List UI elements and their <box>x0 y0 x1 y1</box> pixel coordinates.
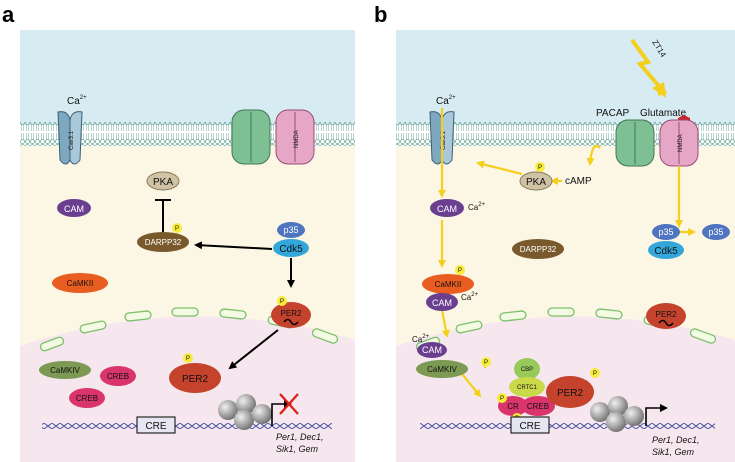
camkii-label-b: CaMKII <box>435 280 462 289</box>
cam-node: CAM <box>57 199 91 217</box>
darpp32-node: DARPP32 P <box>137 223 189 252</box>
nmda-label: NMDA <box>294 130 300 148</box>
rna-polymerase <box>590 396 644 432</box>
rna-polymerase <box>218 394 272 430</box>
panel-b: b ZT14 PACAP Glutamate Ca2+ Cav3 <box>374 2 735 462</box>
p35-label-b1: p35 <box>658 227 673 237</box>
genes-b-line1: Per1, Dec1, <box>652 435 700 445</box>
cav31-label-b: Cav3.1 <box>441 130 447 150</box>
cam-ca2-b1: Ca2+ <box>468 202 486 212</box>
darpp32-label-b: DARPP32 <box>520 245 557 254</box>
panel-a-letter: a <box>2 2 15 27</box>
p35-cdk5-complex: p35 Cdk5 <box>273 222 309 257</box>
cam-node: CAM <box>417 342 447 358</box>
pka-label: PKA <box>153 177 173 188</box>
extracellular-space <box>20 30 355 125</box>
cam-node: CAM Ca2+ <box>426 292 479 311</box>
cre-box <box>136 416 176 434</box>
cbp-label: CBP <box>521 367 533 373</box>
panel-a: a Ca2+ Cav3.1 NMDA <box>2 2 355 462</box>
pka-node: PKA P <box>519 162 553 191</box>
cdk5-label: Cdk5 <box>279 244 303 255</box>
glutamate-label: Glutamate <box>640 108 687 119</box>
p35-cdk5-complex: p35 Cdk5 p35 <box>648 224 730 259</box>
arrow-cdk5-darpp32 <box>194 241 273 250</box>
creb-label-2: CREB <box>76 394 98 403</box>
cav31-label: Cav3.1 <box>69 130 75 150</box>
creb-label-1: CREB <box>107 372 129 381</box>
cre-label: CRE <box>145 421 166 432</box>
nmda-receptor: NMDA <box>231 109 315 165</box>
camkii-node: CaMKII <box>52 273 108 293</box>
nmda-label-b: NMDA <box>678 134 684 152</box>
per2-cyto-node: PER2 P <box>271 296 311 328</box>
panel-b-letter: b <box>374 2 387 27</box>
nmda-receptor: NMDA <box>615 119 699 167</box>
camkiv-label-b: CaMKIV <box>427 365 457 374</box>
per2-phospho-b: P <box>593 371 597 377</box>
genes-a-line1: Per1, Dec1, <box>276 432 324 442</box>
cam-node: CAM Ca2+ <box>430 199 486 217</box>
camp-label: cAMP <box>565 176 592 187</box>
creb-node: CREB <box>100 366 136 386</box>
per2-nuclear-node: PER2 P <box>169 353 221 393</box>
cam-label-b2: CAM <box>432 298 452 308</box>
ca2-label-b: Ca2+ <box>436 95 456 107</box>
genes-b-line2: Sik1, Gem <box>652 447 695 457</box>
tss-arrow <box>271 400 292 426</box>
cam-label: CAM <box>64 204 84 214</box>
dna-strand <box>42 423 332 429</box>
cr-label: CR <box>507 402 519 411</box>
pacap-label: PACAP <box>596 108 629 119</box>
cre-label-b: CRE <box>519 421 540 432</box>
cam-label-b1: CAM <box>437 204 457 214</box>
ca2-label: Ca2+ <box>67 95 87 107</box>
creb-label-b: CREB <box>527 402 549 411</box>
per2-cyto-node: PER2 <box>646 303 686 329</box>
phospho-label: P <box>175 226 179 232</box>
tss-arrow <box>645 404 668 426</box>
camkii-node: CaMKII P <box>422 265 474 294</box>
per2-nuc-label-b: PER2 <box>557 388 584 399</box>
creb-phospho-1: P <box>500 396 504 402</box>
block-cross <box>279 393 299 415</box>
creb-node: CREB <box>69 388 105 408</box>
extracellular-space <box>396 30 735 125</box>
pka-node: PKA <box>146 171 180 191</box>
per2-cyto-label-b: PER2 <box>656 310 677 319</box>
pka-phospho: P <box>538 165 542 171</box>
pka-label-b: PKA <box>526 177 546 188</box>
darpp32-label: DARPP32 <box>145 238 182 247</box>
camkii-phospho: P <box>458 268 462 274</box>
per2-phospho-label: P <box>280 299 284 305</box>
cam-ca2-b3: Ca2+ <box>412 334 430 344</box>
camkiv-label: CaMKIV <box>50 366 80 375</box>
cav31-channel: Cav3.1 <box>57 111 83 165</box>
p35-label: p35 <box>283 225 298 235</box>
crtc1-label: CRTC1 <box>517 385 538 391</box>
camkiv-phospho: P <box>484 360 488 366</box>
cre-box <box>510 416 550 434</box>
arrow-per2-nucleus <box>228 329 279 370</box>
per2-nuc-label: PER2 <box>182 374 209 385</box>
camkiv-node: CaMKIV <box>39 361 91 379</box>
p35-label-b2: p35 <box>708 227 723 237</box>
genes-a-line2: Sik1, Gem <box>276 444 319 454</box>
per2-nuc-phospho: P <box>186 356 190 362</box>
cdk5-label-b: Cdk5 <box>654 246 678 257</box>
lightning-icon <box>630 38 668 98</box>
camkii-label: CaMKII <box>67 279 94 288</box>
dna-strand <box>420 423 715 429</box>
darpp32-node: DARPP32 <box>512 239 564 259</box>
camkiv-node: CaMKIV P <box>416 357 491 378</box>
inhibition-arrow <box>155 199 171 232</box>
per2-cyto-label: PER2 <box>281 309 302 318</box>
cam-label-b3: CAM <box>422 345 442 355</box>
cam-ca2-b2: Ca2+ <box>461 292 479 302</box>
